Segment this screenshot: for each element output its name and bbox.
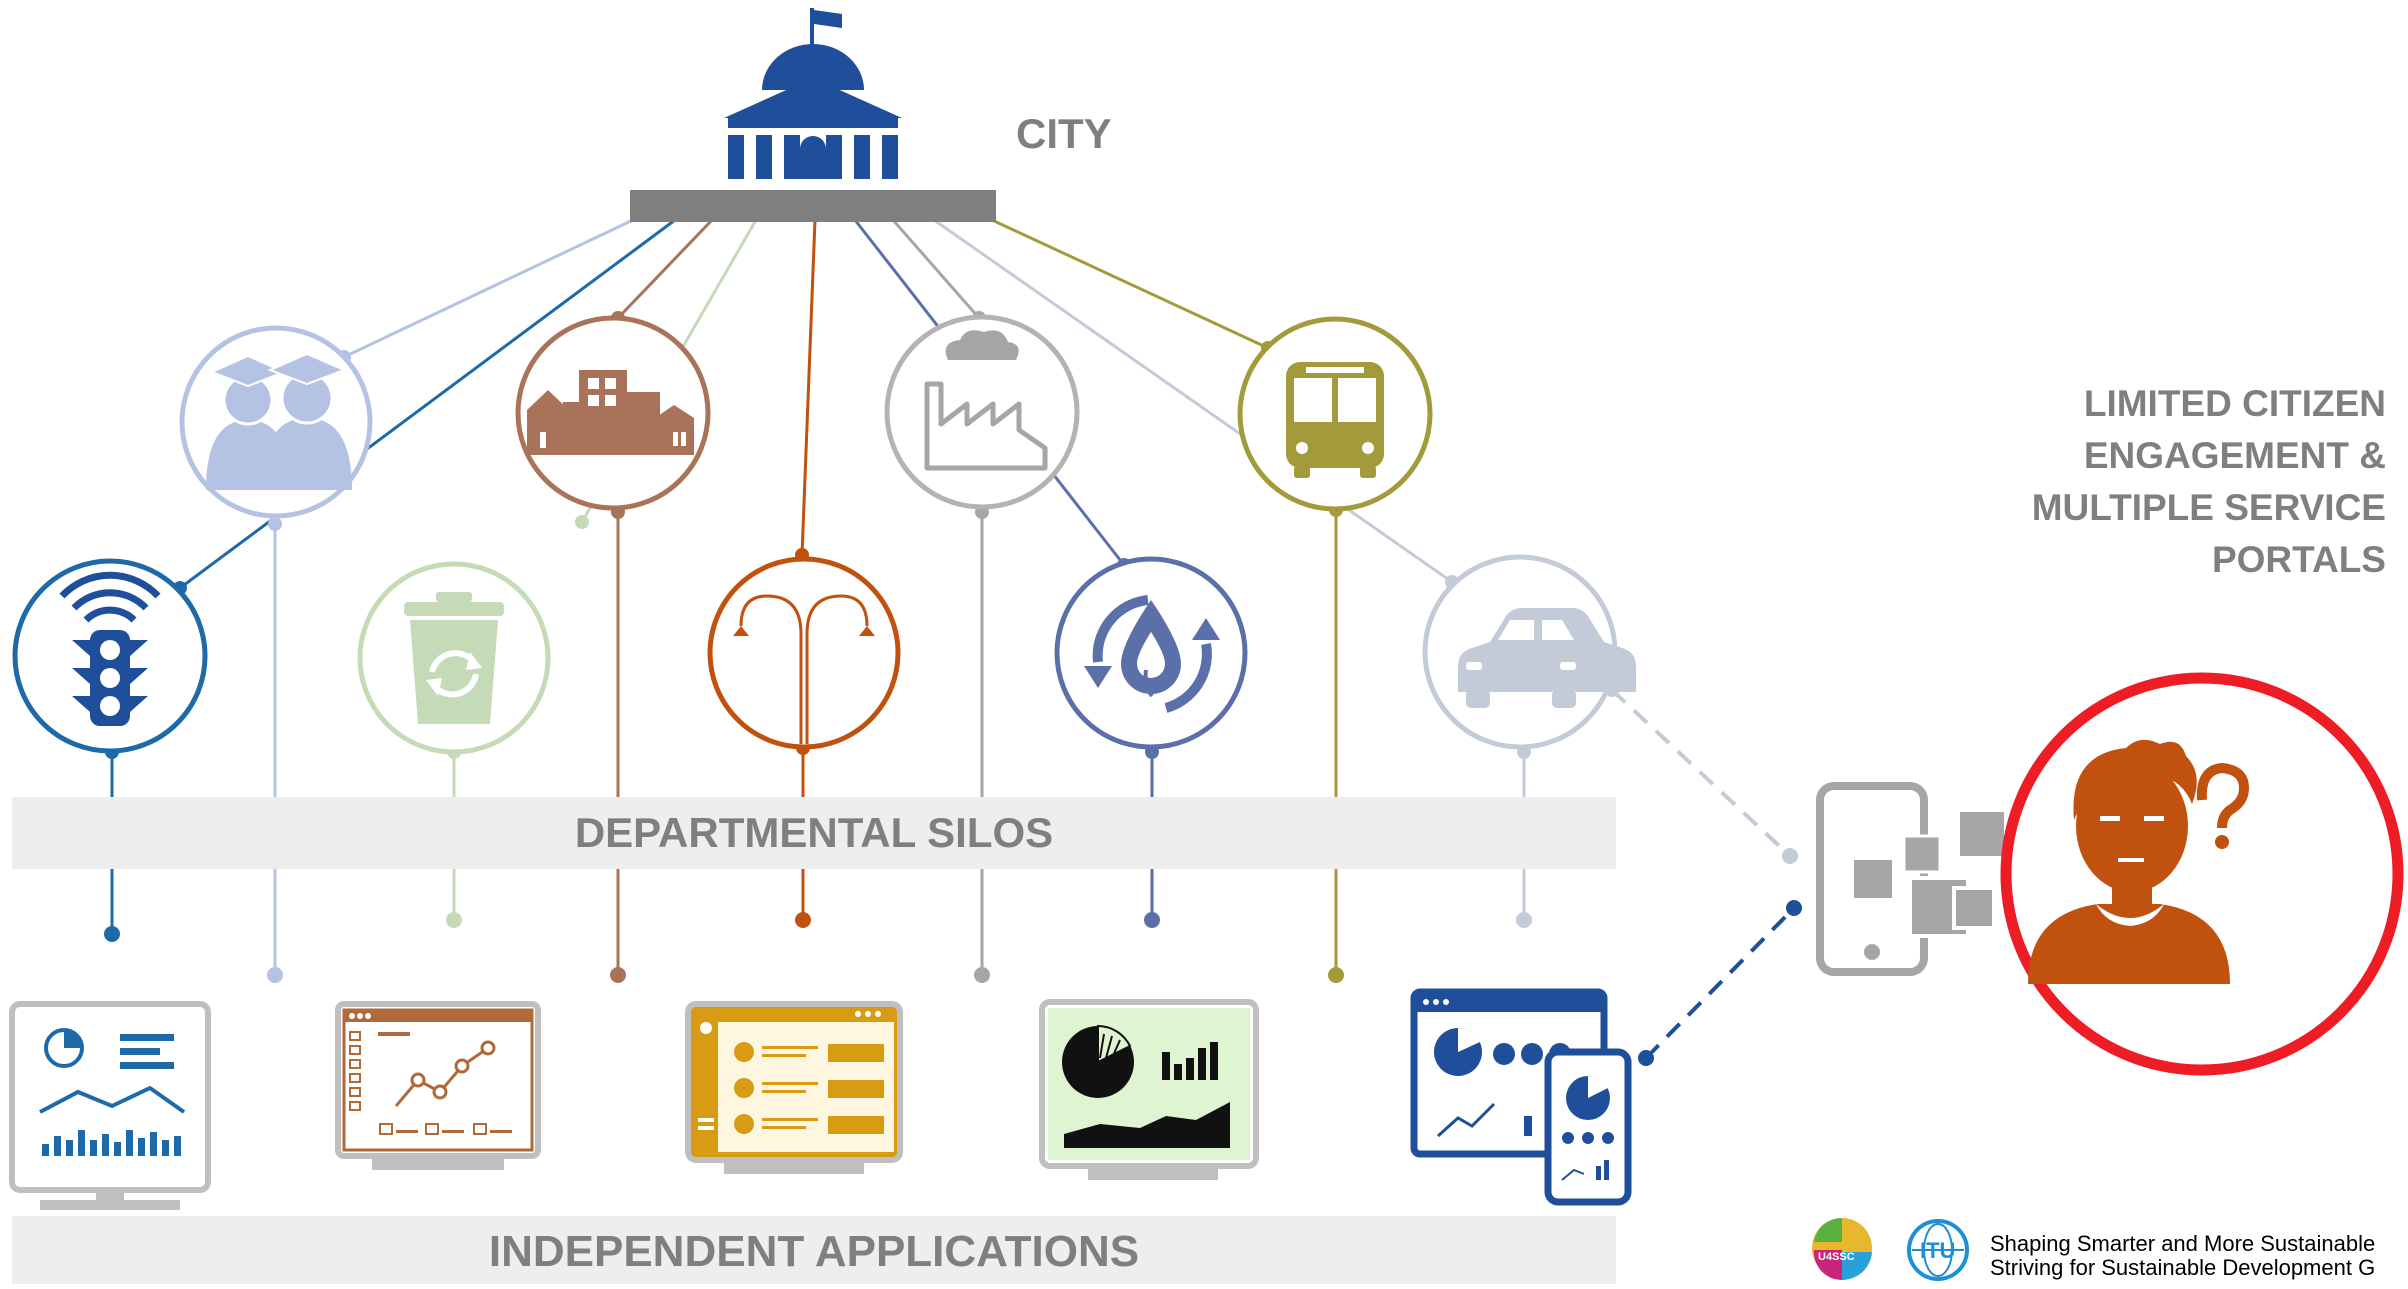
departmental-silos-band: DEPARTMENTAL SILOS: [12, 797, 1616, 869]
side-note-line: MULTIPLE SERVICE: [2031, 487, 2386, 528]
independent-applications-band: INDEPENDENT APPLICATIONS: [12, 1216, 1616, 1284]
side-note-line: ENGAGEMENT &: [2083, 435, 2386, 476]
city-label: CITY: [1016, 110, 1112, 157]
public-transport-icon: [1237, 316, 1433, 512]
recycling-bin-icon: [357, 561, 551, 755]
car-icon: [1422, 554, 1636, 750]
education-icon: [179, 325, 373, 519]
analytics-browser-icon: [335, 1001, 541, 1170]
portal-connectors: [1605, 683, 1802, 1066]
pie-chart-monitor-icon: [1039, 999, 1259, 1180]
industry-icon: [884, 314, 1080, 510]
water-cycle-icon: [1054, 556, 1248, 750]
itu-wordmark: ITU: [1920, 1238, 1955, 1263]
side-note-line: LIMITED CITIZEN: [2083, 383, 2386, 424]
side-note-line: PORTALS: [2211, 539, 2386, 580]
street-light-icon: [707, 556, 901, 750]
confused-citizen-icon: [2000, 672, 2404, 1076]
limited-engagement-note: LIMITED CITIZEN ENGAGEMENT & MULTIPLE SE…: [2032, 378, 2386, 586]
footer-line-1: Shaping Smarter and More Sustainable: [1990, 1231, 2376, 1256]
u4ssc-logo: U4SSC: [1812, 1217, 1872, 1281]
list-app-icon: [685, 1001, 903, 1174]
dashboard-monitor-icon: [9, 1001, 211, 1210]
footer-tagline: Shaping Smarter and More Sustainable Str…: [1990, 1232, 2375, 1280]
traffic-light-icon: [12, 558, 208, 754]
city-hall-icon: [724, 8, 902, 179]
u4ssc-wordmark: U4SSC: [1818, 1251, 1855, 1263]
footer-line-2: Striving for Sustainable Development G: [1990, 1255, 2376, 1280]
mobile-portals-icon: [1816, 782, 2008, 976]
buildings-icon: [515, 315, 711, 511]
city-bar: [630, 190, 996, 222]
multi-device-dashboard-icon: [1410, 988, 1632, 1206]
itu-logo: ITU: [1907, 1219, 1969, 1281]
